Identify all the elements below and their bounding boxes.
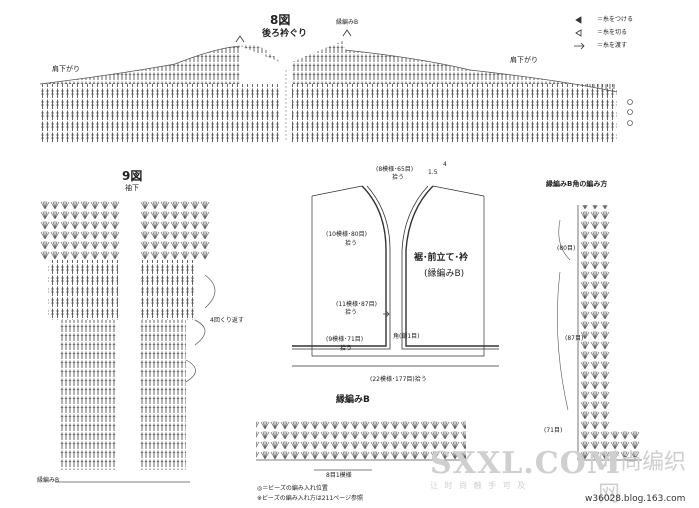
body-schematic: [292, 185, 499, 367]
body-count-11: (11模様･87目): [336, 301, 377, 308]
body-top-pick: 拾う: [392, 174, 405, 181]
body-count-11-pick: 拾う: [345, 309, 358, 316]
fig8-chart: [39, 29, 633, 142]
fig8-edge-b: 縁編みB: [336, 19, 359, 26]
body-count-10-pick: 拾う: [345, 240, 358, 247]
body-top-count: (8模様･65目): [376, 166, 414, 173]
body-corner: 角(鎖1目): [393, 333, 420, 340]
edgeB-title: 縁編みB: [336, 395, 370, 405]
edgeB-note2: ※ビーズの編み入れ方は211ページ参照: [257, 495, 364, 502]
legend-attach: ＝糸をつける: [597, 16, 634, 23]
watermark-site: SXXL.COM: [430, 446, 621, 481]
body-side-a: 1.5: [428, 169, 438, 176]
fig9-edge-b: 縁編みB: [37, 477, 60, 484]
body-side-b: 4: [443, 161, 447, 168]
legend-cut: ＝糸を切る: [597, 29, 628, 36]
fig8-subtitle: 後ろ衿ぐり: [262, 29, 308, 39]
body-bottom-count: (22模様･177目)拾う: [370, 376, 427, 383]
body-center-sub: (縁編みB): [424, 269, 465, 279]
watermark-cn: 时尚编织网: [598, 450, 687, 507]
corner-c71: (71目): [544, 427, 563, 434]
corner-c87: (87目): [565, 335, 584, 342]
legend-symbols: [574, 16, 585, 50]
fig9-title: 9図: [122, 169, 143, 183]
edgeB-note: ◎＝ビーズの編み入れ位置: [257, 485, 328, 492]
watermark-sub: 让 时 尚 触 手 可 及: [430, 481, 528, 490]
legend-rejoin: ＝糸を渡す: [597, 42, 628, 49]
fig9-chart: [40, 200, 216, 483]
fig8-shoulder-right: 肩下がり: [510, 56, 538, 64]
body-count-10: (10模様･80目): [326, 231, 367, 238]
corner-chart: [557, 205, 642, 461]
corner-title: 縁編みB角の編み方: [546, 180, 608, 188]
body-center-title: 裾･前立て･衿: [414, 253, 469, 263]
body-count-9: (9模様･71目): [326, 336, 364, 343]
edgeB-repeat: 8目1模様: [326, 472, 352, 479]
fig9-subtitle: 袖下: [125, 184, 139, 192]
body-count-9-pick: 拾う: [340, 345, 353, 352]
fig8-title: 8図: [270, 13, 291, 27]
corner-c80: (80目): [557, 245, 576, 252]
fig9-repeat: 4回くり返す: [210, 317, 244, 324]
fig8-shoulder-left: 肩下がり: [52, 65, 80, 73]
watermark-url: w36028.blog.163.com: [585, 494, 686, 504]
edgeB-chart: [256, 420, 466, 471]
